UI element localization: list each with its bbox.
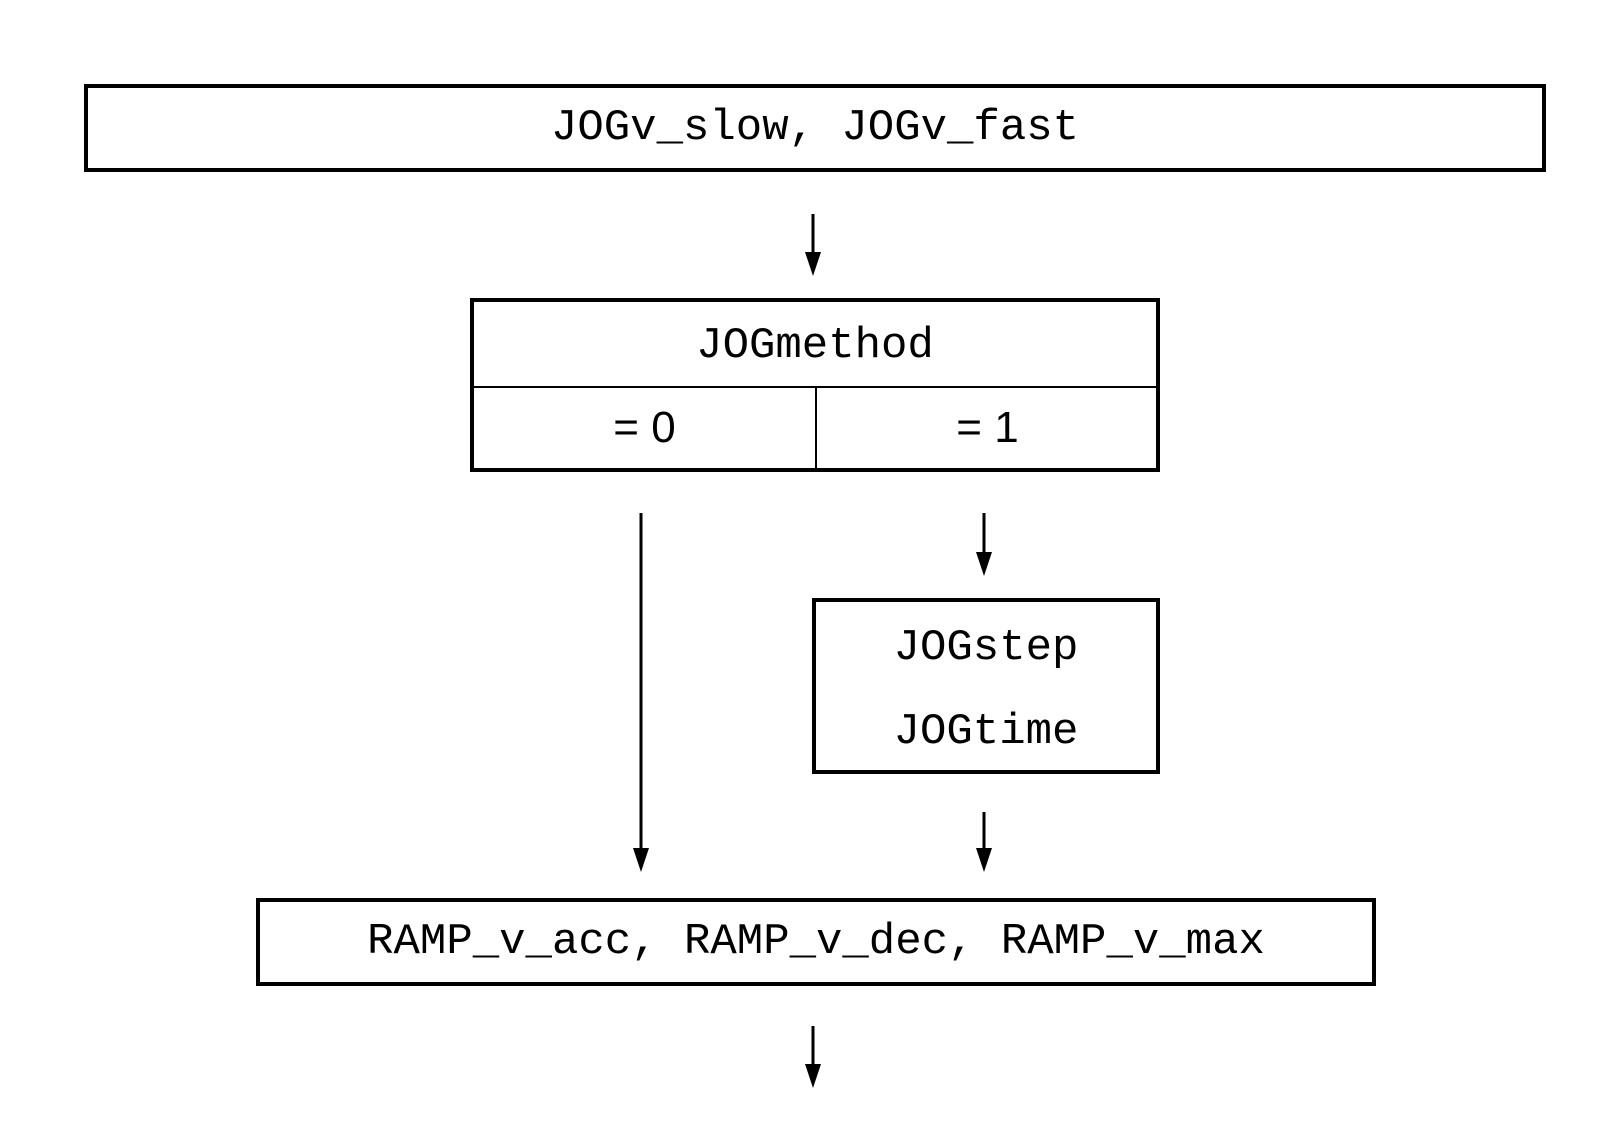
jog-step-label: JOGstep <box>893 623 1079 673</box>
jog-method-title: JOGmethod <box>696 321 934 371</box>
ramp-parameters-label: RAMP_v_acc, RAMP_v_dec, RAMP_v_max <box>367 917 1265 967</box>
arrow-method-zero-to-ramp <box>633 513 649 872</box>
arrow-top-to-method <box>805 214 821 276</box>
method-vertical-divider <box>815 388 817 468</box>
ramp-parameters-box: RAMP_v_acc, RAMP_v_dec, RAMP_v_max <box>256 898 1376 986</box>
method-horizontal-divider <box>474 386 1156 388</box>
arrow-method-one-to-step <box>976 513 992 576</box>
arrow-ramp-out <box>805 1026 821 1088</box>
jog-time-label: JOGtime <box>893 707 1079 757</box>
jog-velocity-box: JOGv_slow, JOGv_fast <box>84 84 1546 172</box>
jog-method-box: JOGmethod = 0 = 1 <box>470 298 1160 472</box>
method-option-zero: = 0 <box>613 403 676 452</box>
jog-velocity-label: JOGv_slow, JOGv_fast <box>550 103 1080 153</box>
method-option-one: = 1 <box>956 403 1019 452</box>
arrow-step-to-ramp <box>976 812 992 872</box>
jog-step-box: JOGstep JOGtime <box>812 598 1160 774</box>
